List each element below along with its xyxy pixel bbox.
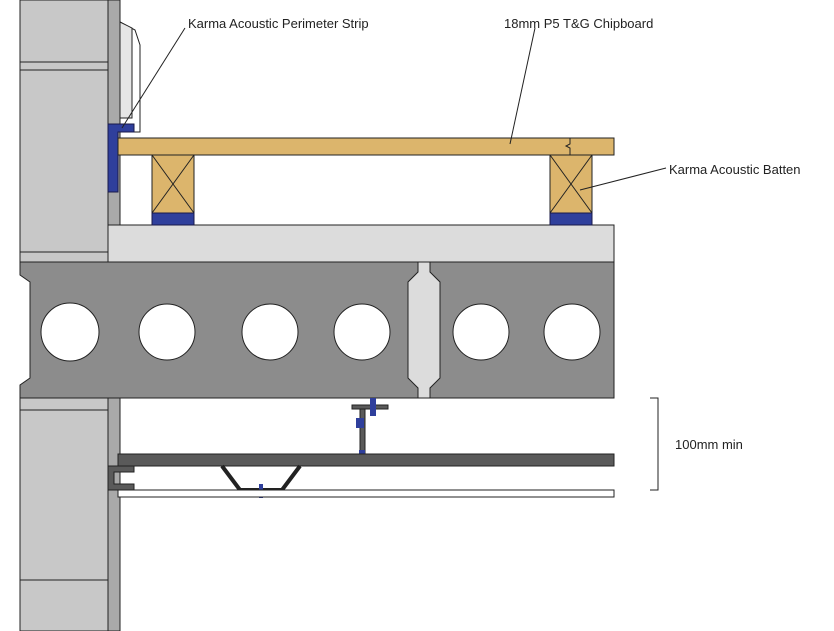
- leader-lines: [121, 27, 667, 191]
- ceiling-primary-channel: [117, 453, 615, 467]
- perimeter-strip-label: Karma Acoustic Perimeter Strip: [188, 16, 369, 31]
- slab-core: [241, 303, 299, 361]
- slab-core: [333, 303, 391, 361]
- acoustic-batten-right: [549, 154, 593, 226]
- batten-label: Karma Acoustic Batten: [669, 162, 801, 177]
- screed-layer: [107, 224, 615, 263]
- slab-core: [138, 303, 196, 361]
- acoustic-perimeter-strip: [107, 123, 135, 193]
- slab-core: [452, 303, 510, 361]
- wall-angle-trim: [107, 465, 135, 491]
- plasterboard-ceiling: [117, 489, 615, 498]
- void-depth-dimension: [650, 397, 659, 491]
- chipboard-deck: [117, 137, 615, 156]
- upper-wall: [19, 0, 141, 263]
- acoustic-batten-left: [151, 154, 195, 226]
- slab-core: [40, 302, 100, 362]
- hollowcore-slab: [19, 261, 615, 399]
- void-depth-label: 100mm min: [675, 437, 743, 452]
- chipboard-label: 18mm P5 T&G Chipboard: [504, 16, 653, 31]
- lower-wall: [19, 397, 121, 631]
- slab-core: [543, 303, 601, 361]
